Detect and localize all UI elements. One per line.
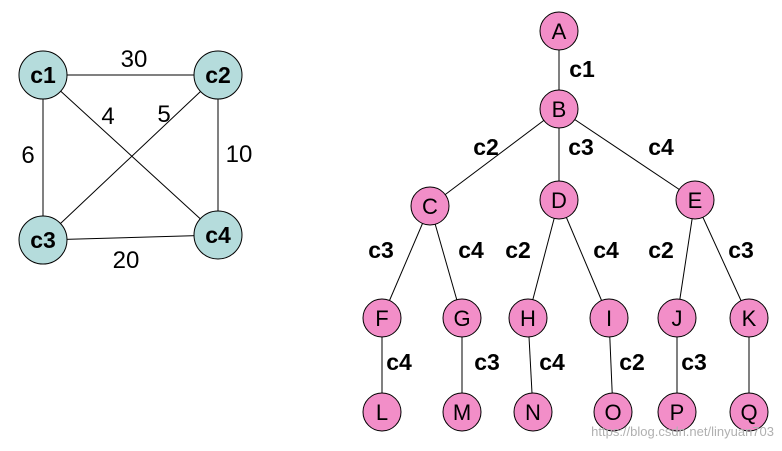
tree-node-N: N (513, 392, 553, 432)
tree-edge-label-H-N: c4 (539, 349, 565, 375)
tree-edge-label-E-K: c3 (728, 237, 754, 263)
tree-node-I-circle (589, 298, 629, 338)
city-node-c4-label: c4 (205, 222, 231, 248)
tree-node-L-label: L (376, 400, 388, 425)
tree-node-B-circle (539, 89, 579, 129)
weight-c2-c4: 10 (226, 141, 253, 168)
tree-node-J-circle (657, 298, 697, 338)
tree-node-O-circle (593, 392, 633, 432)
tree-node-I-label: I (606, 306, 612, 331)
tree-node-C-label: C (422, 194, 438, 219)
tree-node-J-label: J (672, 306, 683, 331)
tree-edge-E-J (676, 199, 696, 319)
city-node-c2: c2 (193, 50, 243, 100)
tree-edge-D-H (527, 199, 560, 319)
tree-node-M-circle (442, 392, 482, 432)
tree-node-F-label: F (375, 306, 388, 331)
city-node-c2-label: c2 (205, 62, 231, 88)
tree-node-M-label: M (453, 400, 471, 425)
tree-node-P: P (657, 392, 697, 432)
graph-edge-c3-c4 (42, 234, 219, 241)
tree-edge-label-D-I: c4 (593, 237, 619, 263)
weight-c3-c4: 20 (113, 247, 140, 274)
watermark: https://blog.csdn.net/linyuan703 (591, 424, 774, 439)
weight-c1-c4: 4 (101, 103, 114, 130)
tree-edge-label-G-M: c3 (474, 349, 500, 375)
weight-c1-c2: 30 (121, 46, 148, 73)
tree-node-H-circle (508, 298, 548, 338)
tree-node-F-circle (362, 298, 402, 338)
tree-node-K-circle (729, 298, 769, 338)
tree-node-H: H (508, 298, 548, 338)
city-node-c1-label: c1 (30, 62, 56, 88)
tree-node-B: B (539, 89, 579, 129)
tree-node-I: I (589, 298, 629, 338)
tree-node-Q: Q (729, 392, 769, 432)
tree-node-O-label: O (604, 400, 621, 425)
tree-edge-D-I (558, 199, 610, 319)
tree-edge-label-B-E: c4 (648, 134, 674, 160)
tree-node-E: E (675, 180, 715, 220)
tree-node-L-circle (362, 392, 402, 432)
tree-node-P-circle (657, 392, 697, 432)
tree-node-D-circle (539, 180, 579, 220)
tree-node-G-label: G (453, 306, 470, 331)
tree-node-A-label: A (552, 19, 567, 44)
tree-edge-B-E (558, 108, 696, 201)
graph-edge-c1-c4 (42, 74, 219, 236)
tree-edge-label-B-C: c2 (473, 134, 499, 160)
tree-node-D-label: D (551, 188, 567, 213)
city-node-c4: c4 (193, 210, 243, 260)
tree-node-N-label: N (525, 400, 541, 425)
city-node-c1: c1 (18, 50, 68, 100)
city-node-c1-circle (18, 50, 68, 100)
search-tree: c1 c2 c3 c4 c3 c4 c2 c4 c2 c3 c4 c3 c4 c… (362, 11, 769, 432)
tree-node-N-circle (513, 392, 553, 432)
tree-node-F: F (362, 298, 402, 338)
tree-edge-label-C-F: c3 (368, 237, 394, 263)
tree-edge-E-K (694, 199, 750, 319)
city-node-c3: c3 (18, 215, 68, 265)
tree-node-M: M (442, 392, 482, 432)
city-node-c4-circle (193, 210, 243, 260)
city-graph: 30 6 4 5 10 20 c1 c2 c3 c4 (18, 46, 253, 274)
graph-edge-c2-c3 (42, 74, 219, 241)
tree-node-L: L (362, 392, 402, 432)
city-node-c3-circle (18, 215, 68, 265)
tree-edge-label-I-O: c2 (619, 349, 645, 375)
tree-node-B-label: B (552, 97, 567, 122)
tree-edge-label-J-P: c3 (681, 349, 707, 375)
weight-c2-c3: 5 (157, 101, 170, 128)
tree-node-K-label: K (742, 306, 757, 331)
tree-edge-label-D-H: c2 (505, 237, 531, 263)
tree-node-J: J (657, 298, 697, 338)
tree-edge-label-A-B: c1 (569, 56, 595, 82)
tree-node-C: C (410, 186, 450, 226)
tree-node-G-circle (442, 298, 482, 338)
city-node-c3-label: c3 (30, 227, 56, 253)
tree-node-Q-circle (729, 392, 769, 432)
tree-node-P-label: P (670, 400, 685, 425)
weight-c1-c3: 6 (21, 142, 34, 169)
tree-node-A-circle (539, 11, 579, 51)
tree-node-D: D (539, 180, 579, 220)
tree-edge-C-F (381, 205, 431, 319)
tree-node-K: K (729, 298, 769, 338)
tree-edge-label-B-D: c3 (568, 134, 594, 160)
tree-node-E-circle (675, 180, 715, 220)
tree-node-Q-label: Q (740, 400, 757, 425)
city-node-c2-circle (193, 50, 243, 100)
tree-edge-label-C-G: c4 (458, 237, 484, 263)
tree-edge-B-C (429, 108, 560, 207)
tree-node-H-label: H (520, 306, 536, 331)
tree-node-E-label: E (688, 188, 703, 213)
tree-node-A: A (539, 11, 579, 51)
tree-edge-label-E-J: c2 (648, 237, 674, 263)
tree-node-O: O (593, 392, 633, 432)
tree-node-C-circle (410, 186, 450, 226)
tree-edge-label-F-L: c4 (386, 349, 412, 375)
tree-node-G: G (442, 298, 482, 338)
